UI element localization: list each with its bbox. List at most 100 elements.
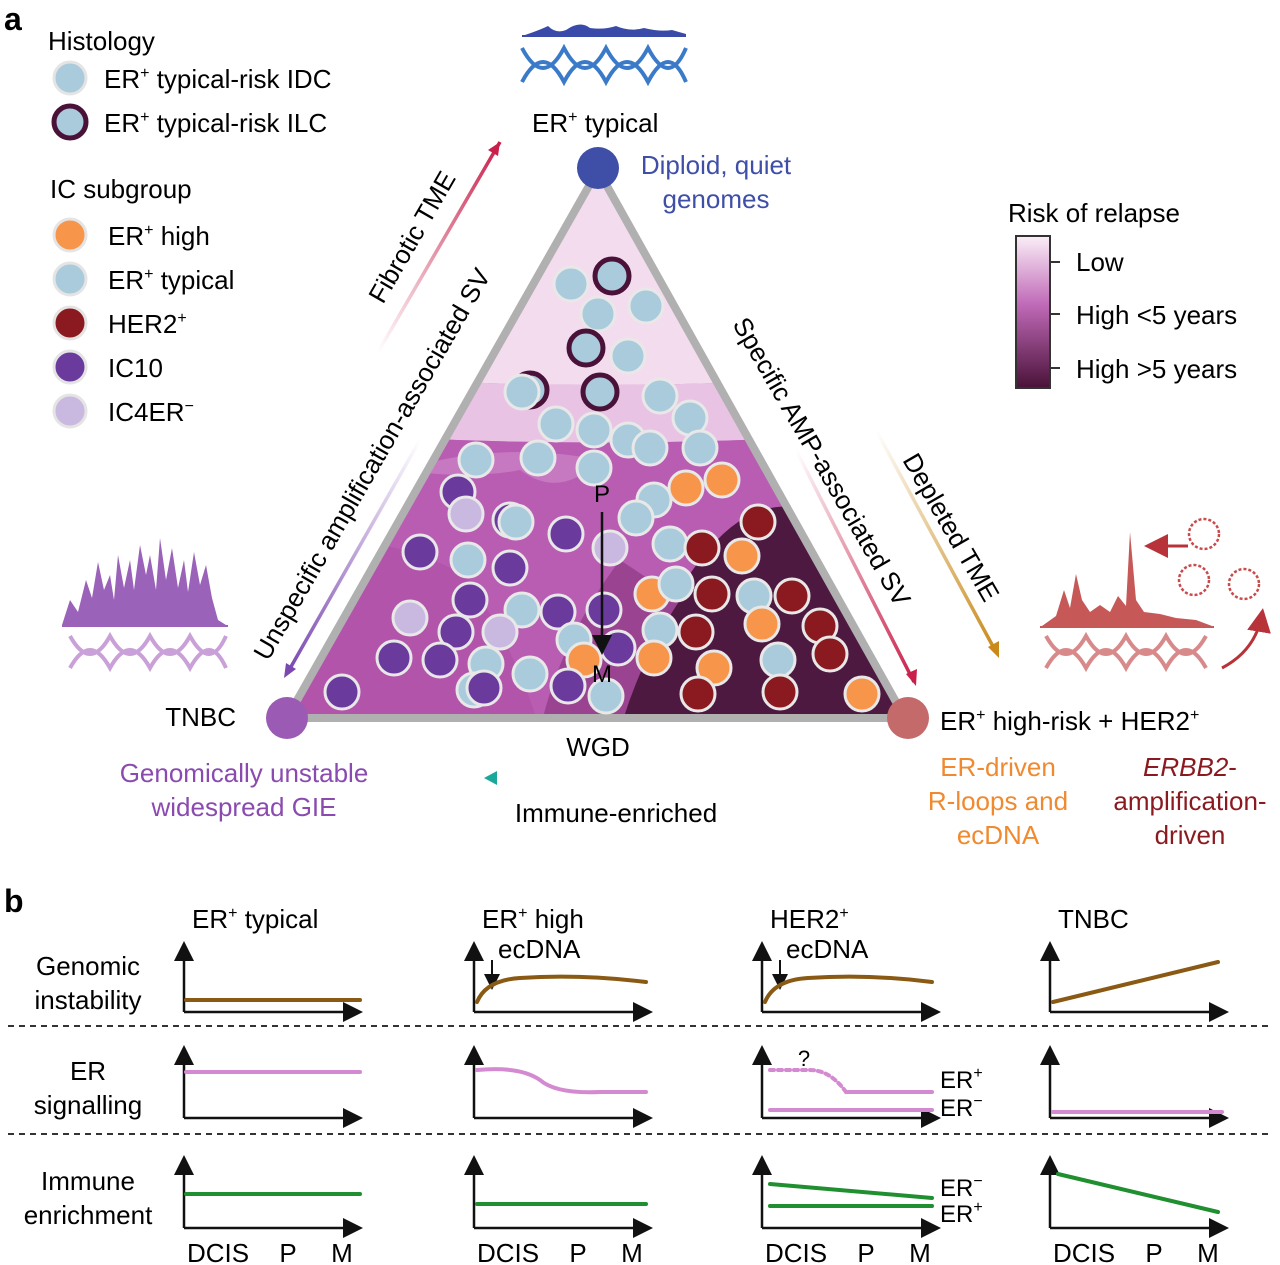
sample-dot bbox=[391, 599, 429, 637]
depleted-arrow-head bbox=[988, 641, 999, 658]
column-title-2: HER2+ bbox=[770, 904, 849, 934]
sample-dot bbox=[631, 429, 669, 467]
panel-b-label: b bbox=[4, 883, 24, 919]
vertex-top-desc-1: Diploid, quiet bbox=[641, 150, 792, 180]
sample-dot bbox=[651, 525, 689, 563]
idc-swatch bbox=[52, 60, 88, 96]
risk-title: Risk of relapse bbox=[1008, 198, 1180, 228]
histology-item-idc: ER+ typical-risk IDC bbox=[104, 64, 331, 94]
x-tick-label: M bbox=[909, 1238, 931, 1265]
column-subtitle-1: ecDNA bbox=[498, 934, 581, 964]
depleted-label: Depleted TME bbox=[897, 448, 1006, 607]
unspecific-arrow-head bbox=[284, 663, 296, 678]
ilc-swatch bbox=[51, 103, 89, 141]
vertex-left-dot bbox=[266, 697, 308, 739]
risk-legend: Risk of relapse Low High <5 years High >… bbox=[1008, 198, 1237, 389]
sample-dot bbox=[537, 405, 575, 443]
ic-subgroup-item-0: ER+ high bbox=[108, 221, 210, 251]
sample-dots bbox=[323, 256, 881, 715]
sample-dot bbox=[579, 295, 617, 333]
panel-a-label: a bbox=[4, 1, 22, 37]
column-subtitle-2: ecDNA bbox=[786, 934, 869, 964]
sample-dot bbox=[519, 439, 557, 477]
row-label-2-line2: enrichment bbox=[24, 1200, 153, 1230]
er-driven-2: R-loops and bbox=[928, 786, 1068, 816]
ic-subgroup-item-3: IC10 bbox=[108, 353, 163, 383]
row-label-2-line1: Immune bbox=[41, 1166, 135, 1196]
m-label: M bbox=[592, 661, 612, 688]
sample-dot bbox=[585, 591, 623, 629]
sample-dot bbox=[401, 533, 439, 571]
amp-label-2: driven bbox=[1155, 820, 1226, 850]
sample-dot bbox=[743, 605, 781, 643]
sample-dot bbox=[679, 675, 717, 713]
genomic-curve-er-high bbox=[475, 974, 648, 1004]
sample-dot bbox=[503, 591, 541, 629]
vertex-right-label: ER+ high-risk + HER2+ bbox=[940, 706, 1199, 736]
column-title-1: ER+ high bbox=[482, 904, 584, 934]
ic-swatch-1 bbox=[52, 261, 88, 297]
vertex-top-dot bbox=[577, 147, 619, 189]
sample-dot bbox=[599, 629, 637, 667]
sample-dot bbox=[723, 537, 761, 575]
specific-arrow-head bbox=[906, 669, 917, 686]
vertex-left-desc-1: Genomically unstable bbox=[120, 758, 369, 788]
unspecific-arrow-line bbox=[286, 439, 422, 673]
x-tick-label: DCIS bbox=[187, 1238, 249, 1265]
histology-title: Histology bbox=[48, 26, 155, 56]
er-driven-3: ecDNA bbox=[957, 820, 1040, 850]
ic-subgroup-item-2: HER2+ bbox=[108, 309, 187, 339]
wgd-label: WGD bbox=[566, 732, 630, 762]
sample-dot bbox=[677, 613, 715, 651]
x-tick-label: P bbox=[1145, 1238, 1162, 1265]
sample-dot bbox=[447, 495, 485, 533]
sample-dot bbox=[739, 503, 777, 541]
sample-dot bbox=[323, 673, 361, 711]
er-plus-label-signalling: ER+ bbox=[940, 1065, 983, 1094]
sample-dot bbox=[627, 287, 665, 325]
x-tick-label: P bbox=[857, 1238, 874, 1265]
x-tick-label: P bbox=[279, 1238, 296, 1265]
sample-dot bbox=[693, 575, 731, 613]
sample-dot bbox=[437, 613, 475, 651]
immune-curve-tnbc bbox=[1056, 1172, 1220, 1214]
sample-dot bbox=[759, 641, 797, 679]
risk-high: High >5 years bbox=[1076, 354, 1237, 384]
ic-swatch-0 bbox=[52, 217, 88, 253]
vertex-left-label: TNBC bbox=[165, 702, 236, 732]
dna-unstable-icon bbox=[62, 538, 228, 673]
risk-mid: High <5 years bbox=[1076, 300, 1237, 330]
histology-legend: Histology ER+ typical-risk IDC ER+ typic… bbox=[48, 26, 331, 141]
depleted-arrow-line bbox=[874, 429, 998, 653]
row-label-0-line1: Genomic bbox=[36, 951, 140, 981]
sample-dot bbox=[580, 372, 620, 412]
sample-dot bbox=[703, 461, 741, 499]
erbb2-label: ERBB2- bbox=[1143, 752, 1237, 782]
row-label-1-line1: ER bbox=[70, 1056, 106, 1086]
x-tick-label: M bbox=[1197, 1238, 1219, 1265]
immune-curve-her2-erneg bbox=[768, 1182, 934, 1200]
p-to-m-arrow: P M bbox=[592, 481, 612, 688]
sample-dot bbox=[843, 675, 881, 713]
sample-dot bbox=[451, 581, 489, 619]
sample-dot bbox=[667, 469, 705, 507]
er-plus-label-immune: ER+ bbox=[940, 1199, 983, 1228]
dna-quiet-icon bbox=[520, 24, 688, 87]
sample-dot bbox=[511, 655, 549, 693]
amp-label-1: amplification- bbox=[1113, 786, 1266, 816]
er-curve-her2-dashed bbox=[808, 1068, 848, 1094]
x-tick-label: DCIS bbox=[765, 1238, 827, 1265]
uncertainty-mark: ? bbox=[798, 1046, 810, 1071]
sample-dot bbox=[449, 541, 487, 579]
sample-dot bbox=[465, 669, 503, 707]
sample-dot bbox=[635, 639, 673, 677]
ic-subgroup-title: IC subgroup bbox=[50, 174, 192, 204]
sample-dot bbox=[375, 639, 413, 677]
specific-arrow-line bbox=[794, 449, 916, 683]
sample-dot bbox=[683, 529, 721, 567]
er-curve-er-high bbox=[475, 1067, 648, 1095]
sample-dot bbox=[617, 499, 655, 537]
